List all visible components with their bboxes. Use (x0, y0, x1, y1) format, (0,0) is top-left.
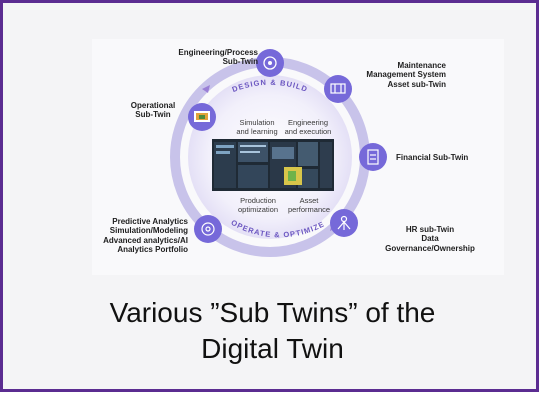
inner-label-asset: Asset performance (287, 196, 331, 214)
label-analytics: Predictive Analytics Simulation/Modeling… (103, 217, 188, 255)
node-analytics (194, 215, 222, 243)
analytics-gear-icon (201, 222, 215, 236)
slide-card: DESIGN & BUILD OPERATE & OPTIMIZE (0, 0, 539, 392)
node-engineering (256, 49, 284, 77)
diagram-graphic: DESIGN & BUILD OPERATE & OPTIMIZE (170, 49, 387, 257)
people-network-icon (337, 215, 351, 230)
inner-label-simulation: Simulation and learning (236, 118, 278, 136)
inner-label-production: Production optimization (237, 196, 279, 214)
inner-label-engineering: Engineering and execution (284, 118, 332, 136)
slide-caption: Various ”Sub Twins” of the Digital Twin (3, 295, 542, 368)
label-maintenance: Maintenance Management System Asset sub-… (366, 61, 446, 89)
node-operational (188, 103, 216, 131)
document-icon (367, 149, 379, 165)
dashboard-image (212, 139, 334, 191)
label-hr: HR sub-Twin Data Governance/Ownership (385, 225, 475, 253)
caption-line-1: Various ”Sub Twins” of the (109, 297, 436, 328)
gear-hand-icon (263, 56, 277, 70)
pipes-icon (330, 83, 346, 94)
label-financial: Financial Sub-Twin (396, 153, 469, 162)
label-engineering: Engineering/Process Sub-Twin (178, 48, 258, 67)
ring-arrow (202, 85, 210, 93)
node-financial (359, 143, 387, 171)
digital-twin-diagram: DESIGN & BUILD OPERATE & OPTIMIZE (92, 39, 504, 275)
caption-line-2: Digital Twin (201, 333, 344, 365)
node-maintenance (324, 75, 352, 103)
label-operational: Operational Sub-Twin (130, 101, 176, 120)
node-hr (330, 209, 358, 237)
monitor-icon (194, 111, 210, 122)
